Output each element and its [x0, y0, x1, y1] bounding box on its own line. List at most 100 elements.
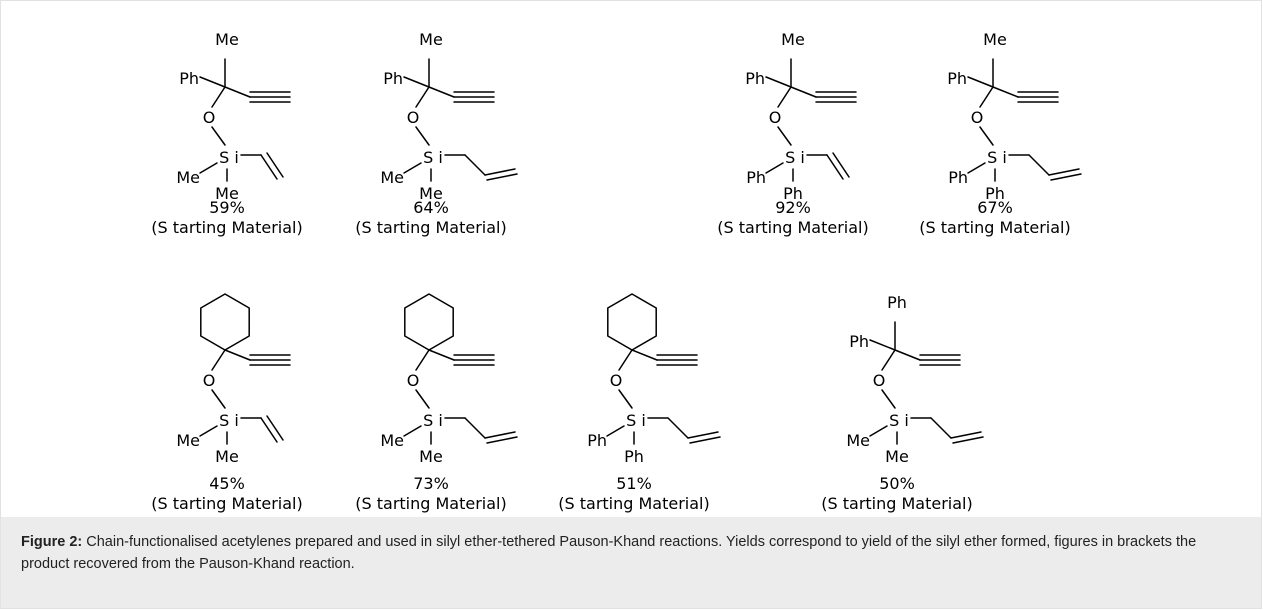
phenyl-bond — [403, 76, 430, 88]
vinyl-double-bond — [266, 152, 284, 178]
allyl-double-bond — [484, 431, 516, 439]
carbon-oxygen-bond — [618, 349, 633, 371]
allyl-double-bond — [484, 168, 516, 176]
silicon-left-bond — [967, 162, 986, 174]
silicon-left-substituent-label: Me — [176, 168, 200, 187]
oxygen-label: O — [971, 108, 984, 127]
allyl-bond — [464, 154, 486, 176]
yield-note: (S tarting Material) — [355, 494, 506, 513]
yield-value: 67% — [977, 198, 1013, 217]
silicon-bottom-substituent-label: Ph — [624, 447, 644, 466]
allyl-double-bond — [950, 431, 982, 439]
vinyl-double-bond — [266, 415, 284, 441]
phenyl-bond — [199, 76, 226, 88]
yield-value: 45% — [209, 474, 245, 493]
allyl-double-bond — [1048, 168, 1080, 176]
silicon-label: S i — [219, 148, 239, 167]
silicon-bottom-substituent-label: Me — [215, 184, 239, 203]
vinyl-double-bond — [826, 154, 844, 180]
carbon-oxygen-bond — [979, 86, 994, 108]
oxygen-silicon-bond — [415, 126, 430, 146]
alkyne-bond — [894, 349, 921, 361]
silicon-bottom-substituent-label: Me — [419, 447, 443, 466]
yield-value: 51% — [616, 474, 652, 493]
allyl-double-bond — [486, 436, 518, 444]
silicon-label: S i — [423, 411, 443, 430]
silicon-bottom-substituent-label: Me — [419, 184, 443, 203]
cyclohexane-ring — [200, 293, 250, 351]
silicon-left-bond — [765, 162, 784, 174]
silicon-left-substituent-label: Ph — [746, 168, 766, 187]
carbon-oxygen-bond — [881, 349, 896, 371]
silicon-left-bond — [199, 425, 218, 437]
oxygen-silicon-bond — [415, 389, 430, 409]
vinyl-double-bond — [260, 417, 278, 443]
alkyne-bond — [790, 86, 817, 98]
silicon-left-substituent-label: Ph — [587, 431, 607, 450]
silicon-left-substituent-label: Me — [380, 168, 404, 187]
vinyl-double-bond — [260, 154, 278, 180]
silicon-left-bond — [199, 162, 218, 174]
caption-box: Figure 2: Chain-functionalised acetylene… — [1, 517, 1261, 608]
yield-value: 92% — [775, 198, 811, 217]
left-substituent-label: Ph — [849, 332, 869, 351]
allyl-double-bond — [689, 436, 721, 444]
carbon-oxygen-bond — [415, 349, 430, 371]
yield-value: 50% — [879, 474, 915, 493]
alkyne-bond — [631, 349, 658, 361]
carbon-oxygen-bond — [777, 86, 792, 108]
allyl-double-bond — [486, 173, 518, 181]
oxygen-label: O — [610, 371, 623, 390]
oxygen-silicon-bond — [881, 389, 896, 409]
yield-note: (S tarting Material) — [919, 218, 1070, 237]
alkyne-bond — [224, 349, 251, 361]
left-substituent-label: Ph — [179, 69, 199, 88]
left-substituent-label: Ph — [745, 69, 765, 88]
silicon-label: S i — [987, 148, 1007, 167]
oxygen-label: O — [873, 371, 886, 390]
alkyne-bond — [992, 86, 1019, 98]
silicon-left-substituent-label: Me — [380, 431, 404, 450]
phenyl-bond — [765, 76, 792, 88]
yield-note: (S tarting Material) — [151, 494, 302, 513]
silicon-bottom-substituent-label: Me — [885, 447, 909, 466]
alkyne-bond — [428, 349, 455, 361]
carbon-oxygen-bond — [211, 86, 226, 108]
yield-note: (S tarting Material) — [717, 218, 868, 237]
phenyl-bond — [967, 76, 994, 88]
silicon-bottom-substituent-label: Me — [215, 447, 239, 466]
allyl-bond — [464, 417, 486, 439]
yield-value: 59% — [209, 198, 245, 217]
silicon-label: S i — [889, 411, 909, 430]
carbon-oxygen-bond — [211, 349, 226, 371]
top-substituent-label: Me — [215, 30, 239, 49]
oxygen-label: O — [407, 371, 420, 390]
top-substituent-label: Ph — [887, 293, 907, 312]
left-substituent-label: Ph — [383, 69, 403, 88]
yield-value: 73% — [413, 474, 449, 493]
oxygen-silicon-bond — [618, 389, 633, 409]
cyclohexane-ring — [404, 293, 454, 351]
allyl-double-bond — [687, 431, 719, 439]
silicon-label: S i — [626, 411, 646, 430]
yield-value: 64% — [413, 198, 449, 217]
vinyl-double-bond — [832, 152, 850, 178]
oxygen-label: O — [407, 108, 420, 127]
oxygen-silicon-bond — [777, 126, 792, 146]
silicon-label: S i — [785, 148, 805, 167]
silicon-left-bond — [403, 162, 422, 174]
carbon-oxygen-bond — [415, 86, 430, 108]
cyclohexane-ring — [607, 293, 657, 351]
allyl-double-bond — [952, 436, 984, 444]
oxygen-silicon-bond — [211, 126, 226, 146]
oxygen-silicon-bond — [211, 389, 226, 409]
phenyl-bond — [869, 339, 896, 351]
